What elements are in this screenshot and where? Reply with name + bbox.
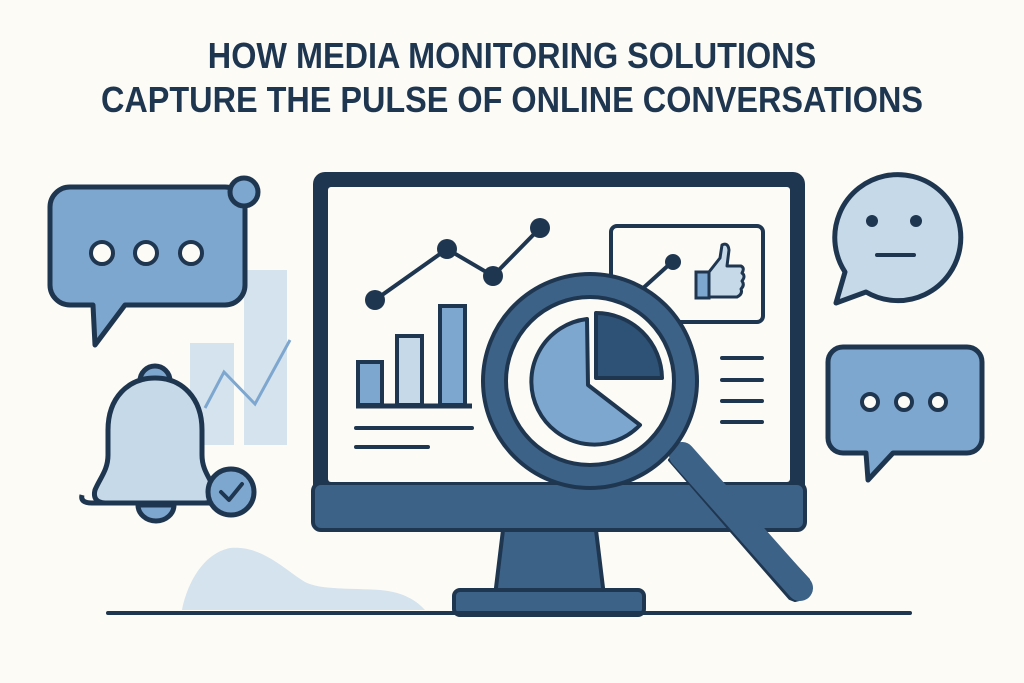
check-badge-icon xyxy=(205,466,257,518)
speech-bubble-icon-right xyxy=(825,344,985,483)
neutral-face-bubble-icon xyxy=(832,172,964,306)
thumbs-up-icon xyxy=(694,242,746,300)
magnifying-glass-icon xyxy=(481,272,813,602)
text-lines xyxy=(720,356,764,424)
page-title: HOW MEDIA MONITORING SOLUTIONS CAPTURE T… xyxy=(51,34,973,122)
speech-bubble-icon-left xyxy=(47,175,261,348)
background-chart-icon xyxy=(190,270,292,445)
title-line-1: HOW MEDIA MONITORING SOLUTIONS xyxy=(207,35,817,76)
pie-chart xyxy=(529,311,664,447)
bar-chart xyxy=(354,304,474,449)
title-line-2: CAPTURE THE PULSE OF ONLINE CONVERSATION… xyxy=(100,79,924,120)
ground-blob xyxy=(182,547,425,610)
notification-bell-icon xyxy=(79,363,257,524)
line-chart xyxy=(365,218,550,310)
